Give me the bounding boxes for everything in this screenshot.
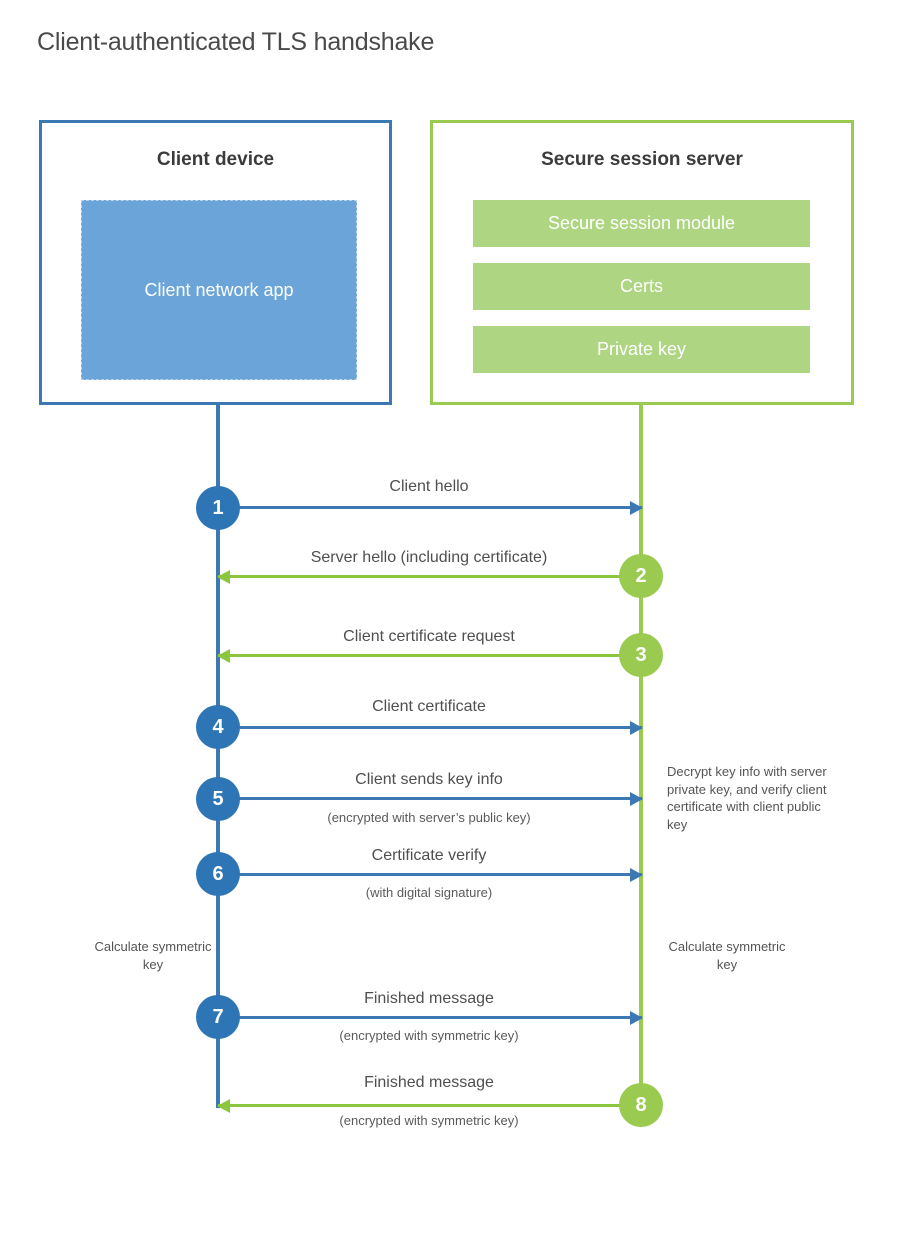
client-network-app-block: Client network app <box>81 200 357 380</box>
arrowhead-icon <box>630 791 643 806</box>
arrowhead-icon <box>630 500 643 515</box>
step-marker-1[interactable]: 1 <box>196 486 240 530</box>
message-arrow-3 <box>217 648 641 663</box>
message-label-5: Client sends key info <box>355 771 503 788</box>
client-lifeline <box>216 405 220 1108</box>
arrowhead-icon <box>217 1098 230 1113</box>
message-label-2: Server hello (including certificate) <box>310 549 548 566</box>
server-module-private-key: Private key <box>473 326 810 373</box>
message-label-7: Finished message <box>364 990 494 1007</box>
arrowhead-icon <box>217 648 230 663</box>
message-sublabel-8: (encrypted with symmetric key) <box>339 1113 519 1128</box>
step-marker-3[interactable]: 3 <box>619 633 663 677</box>
message-arrow-4 <box>218 720 643 735</box>
server-module-secure-session-module: Secure session module <box>473 200 810 247</box>
message-arrow-1 <box>218 500 643 515</box>
client-device-box: Client device Client network app <box>39 120 392 405</box>
note-server-calculate-symmetric-key: Calculate symmetric key <box>668 939 786 972</box>
message-label-8: Finished message <box>364 1074 494 1091</box>
page-title: Client-authenticated TLS handshake <box>37 28 435 56</box>
message-sublabel-5: (encrypted with server’s public key) <box>327 810 531 825</box>
step-marker-5[interactable]: 5 <box>196 777 240 821</box>
arrowhead-icon <box>630 867 643 882</box>
step-marker-2[interactable]: 2 <box>619 554 663 598</box>
arrowhead-icon <box>217 569 230 584</box>
note-client-calculate-symmetric-key: Calculate symmetric key <box>94 939 212 972</box>
message-label-3: Client certificate request <box>343 628 515 645</box>
message-arrow-8 <box>217 1098 641 1113</box>
message-arrow-2 <box>217 569 641 584</box>
step-marker-8[interactable]: 8 <box>619 1083 663 1127</box>
message-arrow-6 <box>218 867 643 882</box>
step-marker-6[interactable]: 6 <box>196 852 240 896</box>
message-label-4: Client certificate <box>372 698 486 715</box>
arrowhead-icon <box>630 1010 643 1025</box>
message-label-1: Client hello <box>389 478 469 495</box>
message-arrow-5 <box>218 791 643 806</box>
message-arrow-7 <box>218 1010 643 1025</box>
secure-session-server-box: Secure session server Secure session mod… <box>430 120 854 405</box>
arrowhead-icon <box>630 720 643 735</box>
step-marker-7[interactable]: 7 <box>196 995 240 1039</box>
client-device-title: Client device <box>156 149 275 170</box>
message-sublabel-6: (with digital signature) <box>365 885 493 900</box>
server-module-certs: Certs <box>473 263 810 310</box>
step-marker-4[interactable]: 4 <box>196 705 240 749</box>
server-lifeline <box>639 405 643 1105</box>
message-sublabel-7: (encrypted with symmetric key) <box>339 1028 519 1043</box>
message-label-6: Certificate verify <box>371 847 487 864</box>
note-server-decrypt: Decrypt key info with server private key… <box>667 764 827 832</box>
secure-session-server-title: Secure session server <box>541 149 743 170</box>
